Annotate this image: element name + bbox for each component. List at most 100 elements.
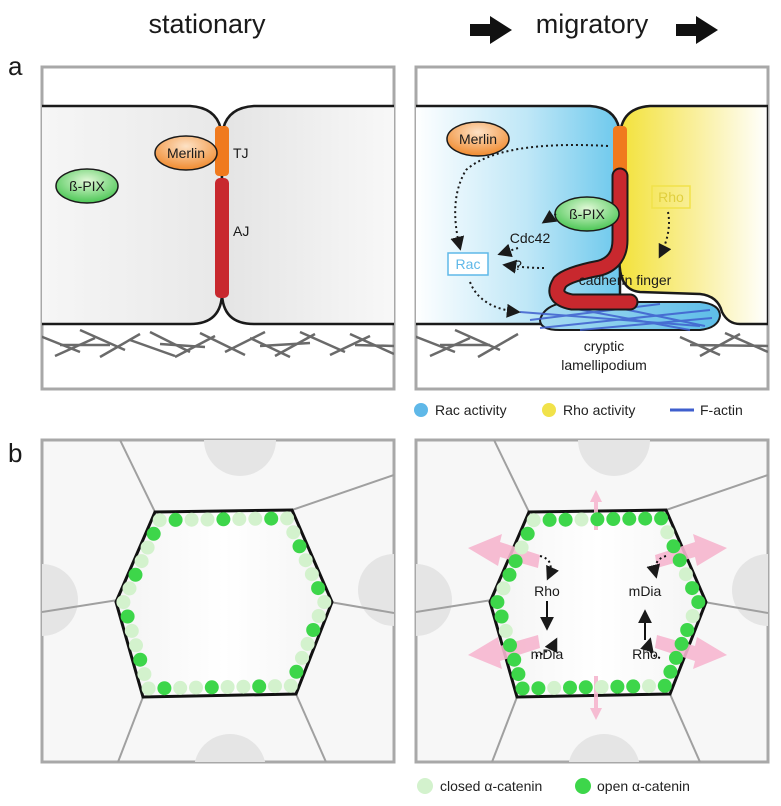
- panel-a-migratory: Merlin ß-PIX Rho Rac Cdc42 ? cadherin fi…: [414, 65, 770, 391]
- bpix-blob: [55, 168, 119, 204]
- legend-b: closed α-catenin open α-catenin: [417, 778, 690, 794]
- legend-factin-label: F-actin: [700, 402, 743, 418]
- closed-catenin-dot: [200, 512, 215, 527]
- legend-open-label: open α-catenin: [597, 778, 690, 794]
- open-catenin-dot: [311, 581, 326, 596]
- header-migratory: migratory: [536, 9, 649, 39]
- open-catenin-dot: [666, 539, 681, 554]
- open-catenin-dot: [680, 623, 695, 637]
- open-catenin-dot: [610, 679, 625, 694]
- closed-catenin-dot: [286, 525, 301, 540]
- open-catenin-dot: [531, 681, 546, 696]
- closed-catenin-dot: [173, 680, 188, 695]
- cell-hexagon: [114, 508, 334, 699]
- header-arrow-right-icon: [676, 16, 718, 44]
- closed-catenin-dot: [236, 679, 251, 694]
- closed-catenin-dot: [300, 636, 315, 651]
- closed-catenin-dot: [283, 678, 298, 693]
- legend-closed-label: closed α-catenin: [440, 778, 542, 794]
- open-catenin-dot: [133, 652, 148, 667]
- header-stationary: stationary: [148, 9, 266, 39]
- label-tj: TJ: [233, 145, 249, 161]
- label-bpix-migratory: ß-PIX: [569, 206, 605, 222]
- open-catenin-dot: [563, 680, 577, 695]
- closed-catenin-dot: [184, 512, 199, 527]
- closed-catenin-dot: [134, 554, 149, 569]
- open-catenin-dot: [672, 553, 687, 568]
- label-question: ?: [514, 257, 522, 273]
- open-catenin-dot: [157, 681, 172, 696]
- header-arrow-left-icon: [470, 16, 512, 44]
- legend-open-dot: [575, 778, 591, 794]
- label-b-mdia-left: mDia: [531, 646, 564, 662]
- closed-catenin-dot: [220, 680, 235, 694]
- open-catenin-dot: [502, 567, 517, 582]
- label-merlin: Merlin: [167, 145, 205, 161]
- open-catenin-dot: [542, 512, 557, 527]
- open-catenin-dot: [204, 680, 219, 695]
- open-catenin-dot: [490, 595, 505, 610]
- open-catenin-dot: [638, 511, 653, 526]
- open-catenin-dot: [663, 664, 678, 679]
- open-catenin-dot: [590, 512, 605, 527]
- open-catenin-dot: [515, 681, 530, 696]
- cadherin-finger: [550, 169, 637, 309]
- closed-catenin-dot: [547, 680, 562, 695]
- open-catenin-dot: [657, 678, 672, 693]
- label-rac: Rac: [456, 256, 481, 272]
- closed-catenin-dot: [232, 512, 247, 526]
- closed-catenin-dot: [304, 567, 319, 582]
- panel-label-b: b: [8, 438, 22, 468]
- adherens-junction: [215, 178, 229, 298]
- closed-catenin-dot: [268, 679, 282, 694]
- closed-catenin-dot: [295, 650, 309, 665]
- merlin-blob: [154, 135, 218, 171]
- tight-junction: [215, 126, 229, 176]
- closed-catenin-dot: [574, 512, 589, 527]
- open-catenin-dot: [120, 609, 135, 624]
- closed-catenin-dot: [298, 553, 313, 568]
- legend-rac-dot: [414, 403, 428, 417]
- closed-catenin-dot: [311, 609, 326, 623]
- open-catenin-dot: [626, 679, 641, 694]
- panel-b-migratory: Rho mDia mDia Rho: [414, 438, 770, 764]
- label-cryptic: cryptic: [584, 338, 624, 354]
- panel-a-stationary: Merlin ß-PIX TJ AJ: [40, 65, 396, 391]
- closed-catenin-dot: [317, 595, 332, 610]
- open-catenin-dot: [520, 526, 535, 541]
- open-catenin-dot: [252, 679, 267, 694]
- legend-rac-label: Rac activity: [435, 402, 507, 418]
- open-catenin-dot: [494, 609, 509, 624]
- open-catenin-dot: [306, 623, 321, 637]
- closed-catenin-dot: [140, 540, 155, 555]
- closed-catenin-dot: [514, 540, 529, 555]
- open-catenin-dot: [292, 539, 307, 554]
- signaling-arrows: [450, 144, 672, 318]
- legend-rho-dot: [542, 403, 556, 417]
- legend-a: Rac activity Rho activity F-actin: [414, 402, 743, 418]
- closed-catenin-dot: [642, 679, 656, 694]
- label-b-rho-left: Rho: [534, 583, 560, 599]
- closed-catenin-dot: [594, 680, 609, 694]
- open-catenin-dot: [168, 512, 183, 527]
- label-merlin-migratory: Merlin: [459, 131, 497, 147]
- legend-closed-dot: [417, 778, 433, 794]
- closed-catenin-dot: [141, 681, 156, 696]
- open-catenin-dot: [674, 636, 689, 651]
- open-catenin-dot: [216, 512, 231, 527]
- open-catenin-dot: [669, 650, 683, 665]
- open-catenin-dot: [578, 680, 593, 695]
- closed-catenin-dot: [685, 609, 700, 623]
- closed-catenin-dot: [152, 513, 167, 528]
- open-catenin-dot: [508, 554, 523, 569]
- closed-catenin-dot: [678, 567, 693, 582]
- closed-catenin-dot: [498, 623, 513, 638]
- open-catenin-dot: [128, 567, 143, 582]
- closed-catenin-dot: [189, 680, 203, 695]
- open-catenin-dot: [654, 511, 669, 526]
- open-catenin-dot: [264, 511, 279, 526]
- closed-catenin-dot: [526, 513, 541, 528]
- legend-rho-label: Rho activity: [563, 402, 635, 418]
- open-catenin-dot: [511, 667, 526, 682]
